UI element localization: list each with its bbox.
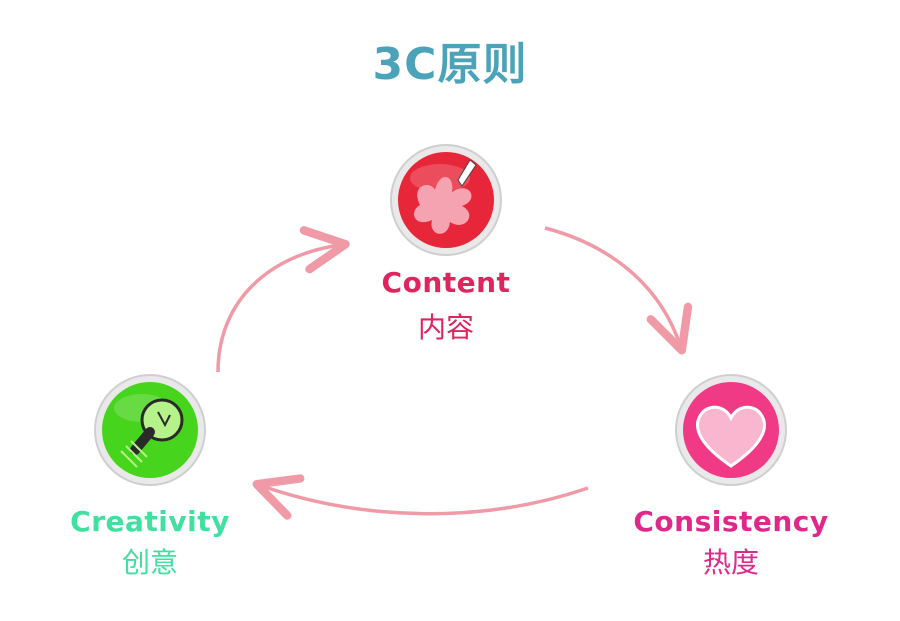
- content-label: Content: [381, 266, 511, 299]
- creativity-label: Creativity: [70, 505, 230, 538]
- creativity-sub-label: 创意: [121, 546, 178, 579]
- consistency-label: Consistency: [633, 505, 829, 538]
- arrow-content-to-consistency: [544, 226, 693, 355]
- page-title: 3C原则: [372, 39, 528, 90]
- consistency-sub-label: 热度: [702, 546, 759, 579]
- arrow-consistency-to-creativity: [252, 474, 589, 520]
- content-sub-label: 内容: [417, 311, 474, 344]
- arrow-creativity-to-content: [216, 226, 350, 373]
